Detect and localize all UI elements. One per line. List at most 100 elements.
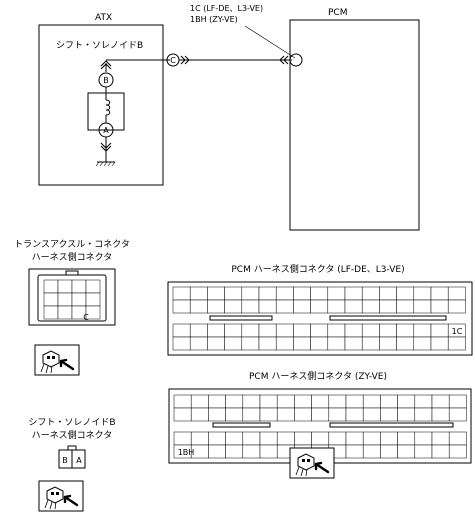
pcm-lf-cell — [430, 286, 449, 301]
pcm-lf-cell — [310, 299, 329, 314]
pcm-lf-cell — [241, 336, 260, 351]
connector-probe-icon — [289, 447, 335, 479]
pcm-lf-cell — [344, 323, 363, 338]
pcm-lf-cell — [344, 286, 363, 301]
pcm-lf-cell — [327, 286, 346, 301]
transaxle-cell — [85, 279, 101, 294]
pcm-zy-cell — [259, 431, 278, 446]
pin-line-1: 1C (LF-DE、L3-VE) — [190, 4, 263, 13]
pcm-zy-cell — [345, 431, 364, 446]
pcm-lf-cell — [430, 323, 449, 338]
pcm-zy-cell — [190, 394, 209, 409]
pcm-zy-cell — [345, 394, 364, 409]
pcm-zy-cell — [173, 394, 192, 409]
pcm-zy-cell — [380, 407, 398, 422]
pcm-lf-cell — [379, 323, 397, 338]
pcm-zy-cell — [311, 394, 330, 409]
terminal-c: C — [170, 56, 176, 65]
pcm-lf-cell — [241, 286, 260, 301]
pcm-lf-cell — [275, 299, 294, 314]
pcm-zy-cell — [431, 394, 450, 409]
pcm-lf-cell — [224, 336, 243, 351]
pcm-label: PCM — [328, 8, 347, 18]
solenoid-circuit: B A — [87, 59, 170, 167]
pcm-lf-cell — [344, 299, 363, 314]
pcm-lf-cell — [396, 299, 415, 314]
transaxle-cell — [57, 305, 73, 320]
transaxle-outer — [28, 268, 116, 326]
coil-icon — [105, 99, 111, 116]
pcm-zy-cell — [414, 444, 433, 459]
pcm-lf-cell — [327, 336, 346, 351]
pcm-lf-cell — [379, 286, 397, 301]
pcm-lf-cell — [207, 286, 225, 301]
pcm-lf-cell — [207, 299, 225, 314]
pcm-zy-cell — [259, 444, 278, 459]
pcm-lf-cell — [241, 299, 260, 314]
solenoid-connector: シフト・ソレノイドB ハーネス側コネクタ B A — [28, 418, 116, 469]
pcm-zy-cell — [225, 431, 244, 446]
pcm-zy-cell — [259, 394, 278, 409]
pcm-zy-cell — [311, 431, 330, 446]
pcm-lf-cell — [293, 323, 311, 338]
pcm-lf-cell — [447, 336, 466, 351]
pcm-zy-cell — [397, 444, 416, 459]
pcm-lf-cell — [293, 286, 311, 301]
transaxle-cell — [85, 292, 101, 307]
pcm-zy-cell — [328, 394, 347, 409]
schematic: ATX シフト・ソレノイドB PCM 1C (LF-DE、L3-VE) 1BH … — [38, 4, 420, 231]
pcm-lf-cell — [207, 336, 225, 351]
pcm-zy-cell — [362, 444, 381, 459]
pcm-lf-cell — [172, 323, 191, 338]
pcm-lf-cell — [413, 299, 432, 314]
pcm-zy-cell — [328, 431, 347, 446]
pcm-zy-cell — [380, 444, 398, 459]
pcm-pin-circle — [289, 53, 303, 67]
pcm-zy-cell — [208, 394, 226, 409]
pcm-lf-cell — [430, 299, 449, 314]
pcm-lf-cell — [361, 323, 380, 338]
transaxle-cell — [57, 292, 73, 307]
transaxle-cell — [43, 305, 59, 320]
pcm-lf-cell — [310, 336, 329, 351]
transaxle-cell-c: C — [83, 313, 89, 322]
pcm-zy-cell — [242, 394, 261, 409]
pcm-zy-cell — [431, 444, 450, 459]
transaxle-cell — [71, 279, 87, 294]
pcm-zy-cell — [173, 407, 192, 422]
pcm-lf-cell — [396, 336, 415, 351]
pcm-zy-cell — [345, 444, 364, 459]
pcm-zy-cell — [173, 431, 192, 446]
pcm-lf-cell — [310, 286, 329, 301]
pcm-lf-cell — [447, 286, 466, 301]
pcm-zy-cell — [362, 394, 381, 409]
pcm-lf-cell — [379, 299, 397, 314]
pcm-zy-cell — [276, 394, 295, 409]
pcm-zy-cell — [414, 407, 433, 422]
pcm-zy-cell — [225, 394, 244, 409]
solenoid-pin-b: B — [62, 456, 68, 465]
pcm-zy-pin-label: 1BH — [178, 448, 195, 457]
pcm-box — [289, 19, 420, 231]
pcm-lf-cell — [224, 299, 243, 314]
transaxle-connector: トランスアクスル・コネクタ ハーネス側コネクタ C — [14, 239, 130, 326]
pcm-lf-cell — [293, 299, 311, 314]
pcm-zy-cell — [225, 407, 244, 422]
pcm-connector-lf: PCM ハーネス側コネクタ (LF-DE、L3-VE) 1C — [167, 263, 473, 356]
pcm-zy-cell — [448, 407, 467, 422]
pcm-lf-cell — [172, 286, 191, 301]
pcm-lf-cell — [172, 299, 191, 314]
pcm-lf-cell — [379, 336, 397, 351]
pcm-zy-cell — [242, 444, 261, 459]
pcm-zy-cell — [190, 431, 209, 446]
pcm-zy-cell — [294, 394, 312, 409]
pcm-zy-cell — [276, 431, 295, 446]
terminal-b: B — [103, 76, 109, 85]
pcm-zy-cell — [208, 407, 226, 422]
pcm-lf-cell — [344, 336, 363, 351]
transaxle-cell — [85, 305, 101, 320]
connector-probe-icon — [38, 480, 84, 512]
transaxle-grid — [43, 279, 101, 320]
solenoid-connector-title-2: ハーネス側コネクタ — [32, 429, 113, 441]
